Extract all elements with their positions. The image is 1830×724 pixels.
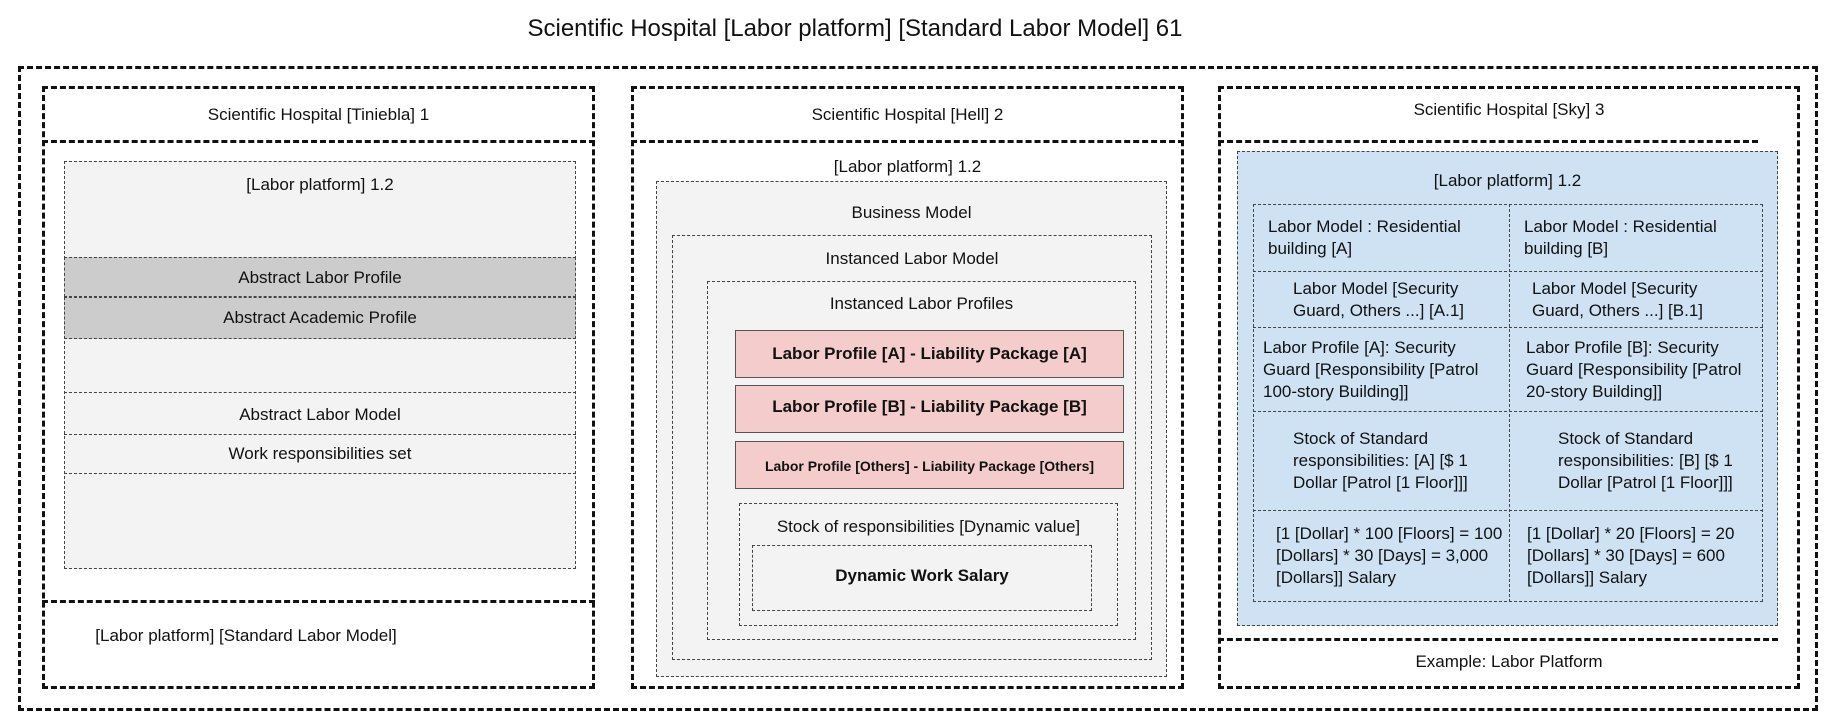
cell-a-stock: Stock of Standard responsibilities: [A] … [1293, 429, 1468, 492]
abstract-labor-model-label: Abstract Labor Model [239, 405, 401, 424]
grid-row-divider-3 [1253, 411, 1763, 412]
platform-label-2: [Labor platform] 1.2 [833, 157, 982, 176]
cell-b-labor-profile: Labor Profile [B]: Security Guard [Respo… [1526, 337, 1742, 401]
panel-tiniebla-footer: [Labor platform] [Standard Labor Model] [95, 626, 397, 645]
panel-sky-footer: Example: Labor Platform [1415, 652, 1603, 671]
outer-container [18, 66, 1818, 711]
profile-others-box [735, 441, 1124, 489]
panel-tiniebla [42, 86, 595, 689]
cell-b-labor-model-sub: Labor Model [Security Guard, Others ...]… [1532, 278, 1704, 320]
abstract-labor-profile-row [64, 257, 576, 297]
panel-hell [631, 86, 1184, 689]
grid-row-divider-1 [1253, 271, 1763, 272]
panel-hell-header-divider [631, 140, 1184, 143]
business-model-label: Business Model [851, 203, 972, 222]
stock-responsibilities-label: Stock of responsibilities [Dynamic value… [776, 517, 1081, 536]
cell-a-labor-profile: Labor Profile [A]: Security Guard [Respo… [1263, 337, 1479, 401]
panel-tiniebla-header-divider [42, 140, 595, 143]
abstract-academic-profile-row [64, 297, 576, 339]
instanced-labor-model-label: Instanced Labor Model [825, 249, 999, 268]
work-responsibilities-label: Work responsibilities set [228, 444, 412, 463]
profile-b-box [735, 385, 1124, 433]
abstract-labor-profile-label: Abstract Labor Profile [238, 268, 402, 287]
panel-hell-header: Scientific Hospital [Hell] 2 [811, 105, 1004, 124]
platform-box-3 [1237, 151, 1778, 626]
panel-sky-header: Scientific Hospital [Sky] 3 [1413, 100, 1605, 119]
cell-b-labor-model: Labor Model : Residential building [B] [1524, 217, 1717, 258]
profile-others-label: Labor Profile [Others] - Liability Packa… [764, 458, 1095, 474]
cell-a-salary: [1 [Dollar] * 100 [Floors] = 100 [Dollar… [1276, 524, 1503, 587]
profile-a-label: Labor Profile [A] - Liability Package [A… [772, 344, 1087, 363]
abstract-divider-3 [64, 473, 576, 474]
salary-label: Dynamic Work Salary [835, 566, 1009, 585]
platform-label-1: [Labor platform] 1.2 [246, 175, 394, 194]
diagram-title: Scientific Hospital [Labor platform] [St… [527, 15, 1183, 42]
panel-sky-footer-divider [1218, 638, 1778, 641]
panel-sky-header-divider [1218, 140, 1758, 143]
grid-column-divider [1509, 204, 1510, 602]
platform-box-1 [64, 161, 576, 569]
grid-row-divider-2 [1253, 327, 1763, 328]
abstract-divider-1 [64, 392, 576, 393]
profile-a-box [735, 330, 1124, 378]
cell-b-salary: [1 [Dollar] * 20 [Floors] = 20 [Dollars]… [1527, 524, 1735, 587]
abstract-divider-2 [64, 434, 576, 435]
cell-b-stock: Stock of Standard responsibilities: [B] … [1558, 429, 1733, 492]
panel-sky [1218, 86, 1800, 689]
instanced-labor-profiles-label: Instanced Labor Profiles [829, 294, 1014, 313]
abstract-academic-profile-label: Abstract Academic Profile [223, 308, 417, 327]
platform-label-3: [Labor platform] 1.2 [1433, 171, 1582, 190]
grid-row-divider-4 [1253, 510, 1763, 511]
salary-box [752, 545, 1092, 611]
labor-example-grid [1253, 204, 1763, 602]
cell-a-labor-model: Labor Model : Residential building [A] [1268, 217, 1461, 258]
profile-b-label: Labor Profile [B] - Liability Package [B… [772, 397, 1087, 416]
panel-tiniebla-footer-divider [42, 600, 595, 603]
cell-a-labor-model-sub: Labor Model [Security Guard, Others ...]… [1293, 278, 1465, 320]
panel-tiniebla-header: Scientific Hospital [Tiniebla] 1 [207, 105, 430, 124]
